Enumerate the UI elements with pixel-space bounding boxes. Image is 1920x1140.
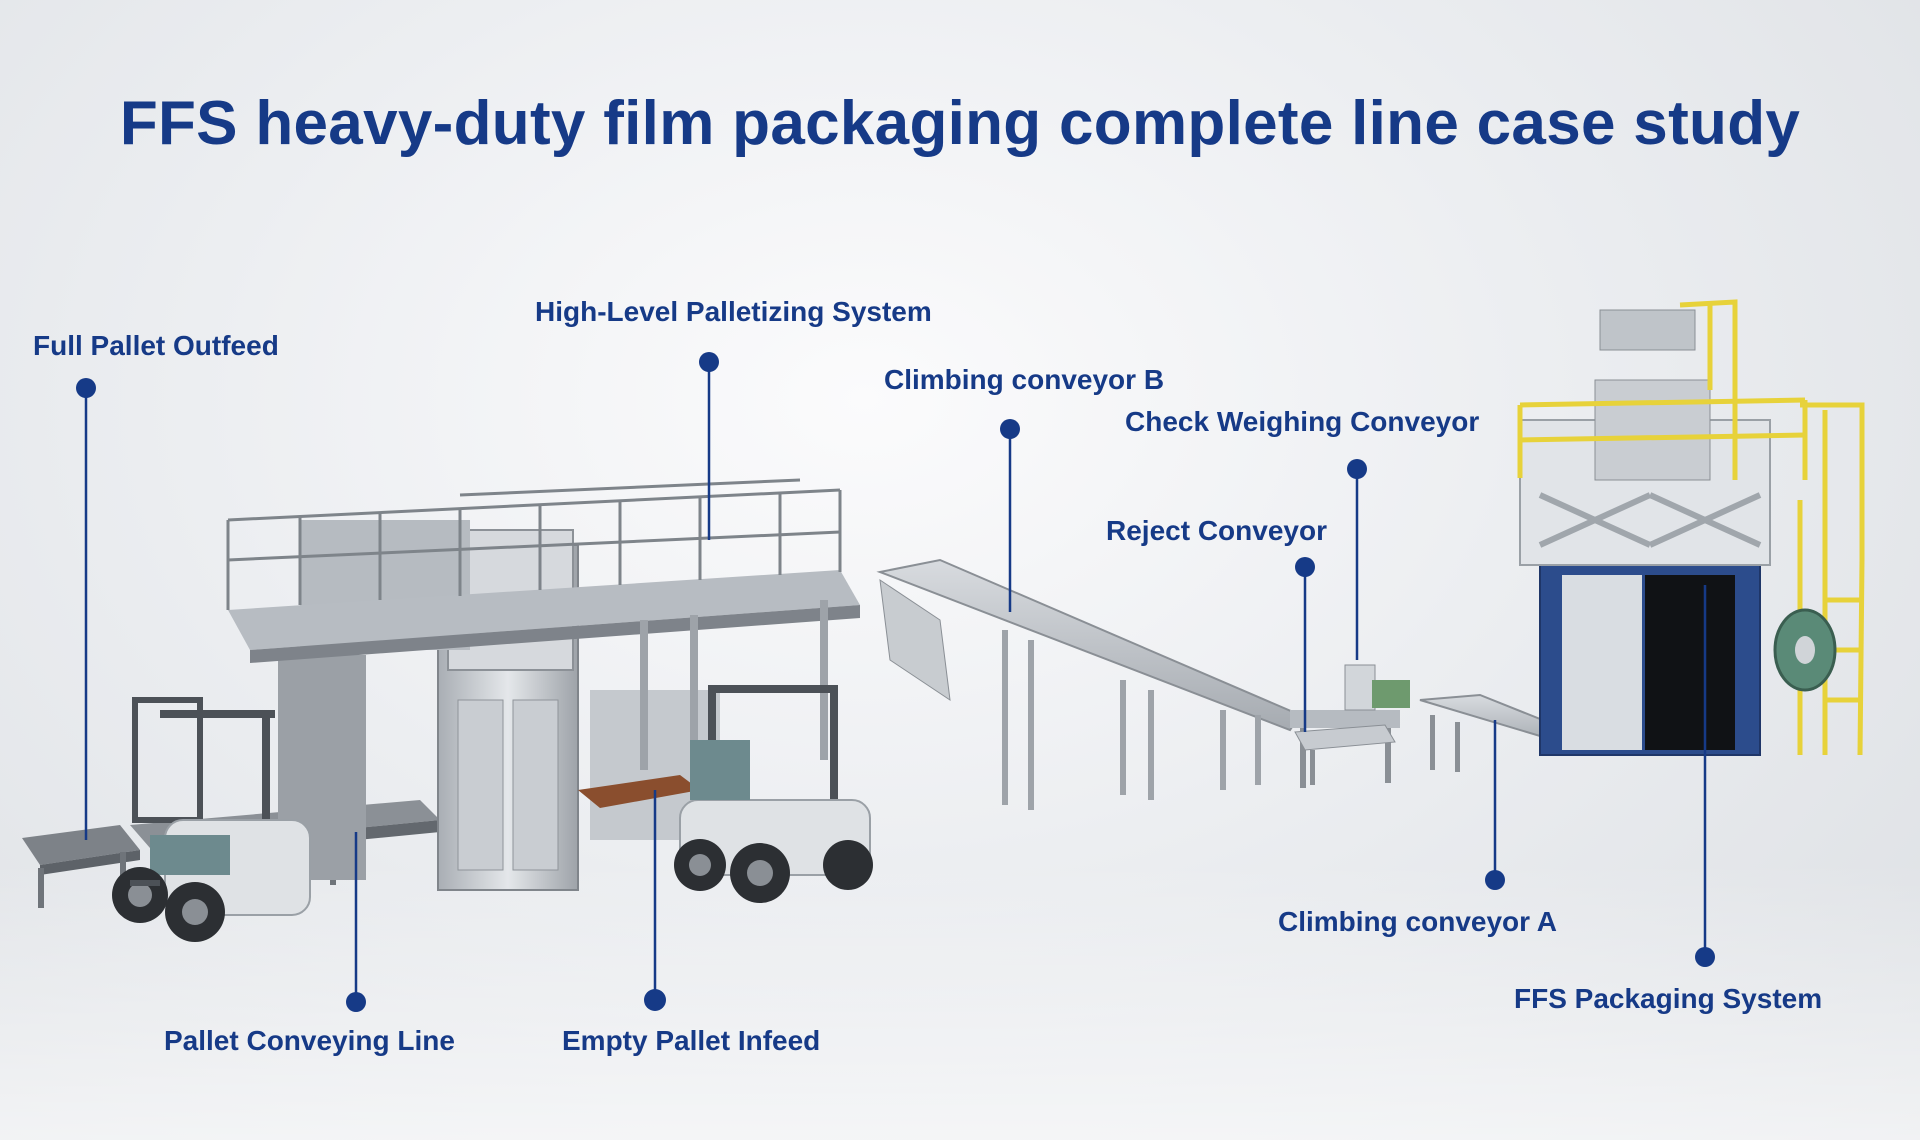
callout-marker-empty-pallet-infeed [644,790,666,1011]
callout-marker-high-level-palletizing-system [699,352,719,540]
callout-marker-reject-conveyor [1295,557,1315,732]
callout-marker-climbing-conveyor-b [1000,419,1020,612]
full-pallet-outfeed-machine [22,825,140,908]
callout-label-full-pallet-outfeed: Full Pallet Outfeed [33,330,279,361]
palletizer-machine [226,478,860,891]
callout-label-ffs-packaging-system: FFS Packaging System [1514,983,1823,1014]
callout-marker-check-weighing-conveyor [1347,459,1367,660]
climbing-conveyor-b-machine [876,558,1302,810]
callout-label-check-weighing-conveyor: Check Weighing Conveyor [1125,406,1480,437]
callout-label-climbing-conveyor-a: Climbing conveyor A [1278,906,1558,937]
forklift-left [112,697,311,942]
reject-conveyor-machine [1294,724,1396,785]
ffs-packaging-machine [1517,299,1865,756]
callout-label-pallet-conveying-line: Pallet Conveying Line [164,1025,455,1056]
callout-label-empty-pallet-infeed: Empty Pallet Infeed [562,1025,821,1056]
forklift-right [674,685,873,903]
callout-label-high-level-palletizing-system: High-Level Palletizing System [535,296,932,327]
page-title: FFS heavy-duty film packaging complete l… [119,89,1801,158]
check-weighing-conveyor-machine [1290,664,1410,788]
callout-label-climbing-conveyor-b: Climbing conveyor B [884,364,1165,395]
callout-label-reject-conveyor: Reject Conveyor [1106,515,1327,546]
callout-marker-climbing-conveyor-a [1485,720,1505,890]
callout-marker-ffs-packaging-system [1695,585,1715,967]
callout-marker-pallet-conveying-line [346,832,366,1012]
callout-marker-full-pallet-outfeed [76,378,96,840]
